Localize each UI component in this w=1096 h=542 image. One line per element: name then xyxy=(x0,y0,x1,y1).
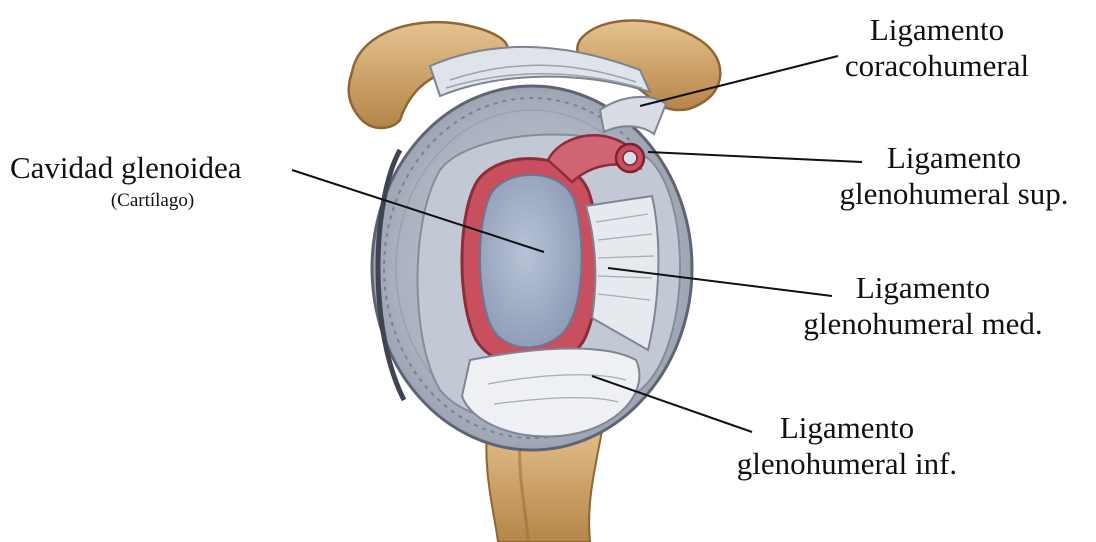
label-gh-sup: Ligamento glenohumeral sup. xyxy=(812,140,1096,211)
label-cavidad-sub: (Cartílago) xyxy=(10,190,295,212)
label-gh-sup-line1: Ligamento xyxy=(812,140,1096,176)
label-gh-sup-line2: glenohumeral sup. xyxy=(812,176,1096,212)
label-cavidad-glenoidea: Cavidad glenoidea (Cartílago) xyxy=(10,150,295,211)
label-gh-inf-line1: Ligamento xyxy=(716,410,978,446)
label-coracohumeral-line1: Ligamento xyxy=(812,12,1062,48)
glenoid-cavity xyxy=(480,175,582,347)
label-gh-med-line1: Ligamento xyxy=(778,270,1068,306)
label-coracohumeral: Ligamento coracohumeral xyxy=(812,12,1062,83)
label-coracohumeral-line2: coracohumeral xyxy=(812,48,1062,84)
label-cavidad-line1: Cavidad glenoidea xyxy=(10,150,295,186)
label-gh-med-line2: glenohumeral med. xyxy=(778,306,1068,342)
label-gh-inf-line2: glenohumeral inf. xyxy=(716,446,978,482)
label-gh-inf: Ligamento glenohumeral inf. xyxy=(716,410,978,481)
label-gh-med: Ligamento glenohumeral med. xyxy=(778,270,1068,341)
